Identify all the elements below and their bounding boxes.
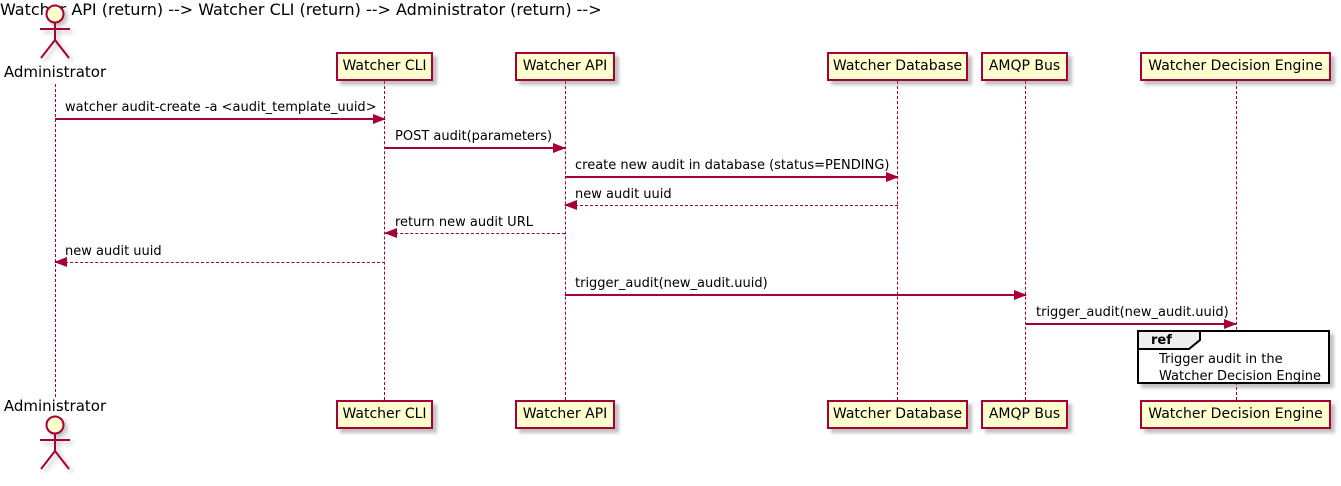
arrowhead-left-icon bbox=[564, 200, 577, 210]
message-trigger-audit-engine: trigger_audit(new_audit.uuid) bbox=[1026, 305, 1237, 329]
arrowhead-right-icon bbox=[1014, 290, 1027, 300]
message-line bbox=[55, 114, 386, 124]
message-label: trigger_audit(new_audit.uuid) bbox=[575, 276, 768, 291]
message-line bbox=[1026, 319, 1237, 329]
participant-watcher-api-top: Watcher API bbox=[515, 52, 615, 81]
arrowhead-left-icon bbox=[384, 228, 397, 238]
arrowhead-right-icon bbox=[373, 114, 386, 124]
message-line bbox=[564, 200, 898, 210]
message-label: return new audit URL bbox=[395, 215, 533, 230]
ref-fragment: ref Trigger audit in the Watcher Decisio… bbox=[1137, 330, 1330, 384]
participant-watcher-database-bottom: Watcher Database bbox=[827, 400, 968, 429]
message-line bbox=[565, 172, 899, 182]
ref-tab-shape bbox=[1137, 330, 1201, 350]
actor-label: Administrator bbox=[3, 63, 107, 81]
message-line bbox=[54, 257, 385, 267]
lifeline-watcher-api bbox=[565, 81, 566, 400]
ref-text-line1: Trigger audit in the bbox=[1159, 352, 1283, 367]
participant-amqp-bus-top: AMQP Bus bbox=[981, 52, 1068, 81]
message-return-new-audit-uuid-api: new audit uuid bbox=[564, 187, 898, 210]
message-line bbox=[385, 143, 566, 153]
participant-watcher-cli-bottom: Watcher CLI bbox=[336, 400, 433, 429]
message-label: create new audit in database (status=PEN… bbox=[575, 158, 890, 173]
lifeline-administrator bbox=[55, 84, 56, 397]
participant-amqp-bus-bottom: AMQP Bus bbox=[981, 400, 1068, 429]
lifeline-watcher-cli bbox=[384, 81, 385, 400]
message-label: trigger_audit(new_audit.uuid) bbox=[1036, 305, 1229, 320]
arrowhead-right-icon bbox=[553, 143, 566, 153]
lifeline-amqp-bus bbox=[1025, 81, 1026, 400]
ref-keyword: ref bbox=[1151, 333, 1172, 348]
lifeline-watcher-database bbox=[897, 81, 898, 400]
participant-watcher-decision-engine-bottom: Watcher Decision Engine bbox=[1140, 400, 1331, 429]
message-label: watcher audit-create -a <audit_template_… bbox=[65, 100, 377, 115]
actor-label-bottom: Administrator bbox=[3, 397, 107, 415]
message-line bbox=[384, 228, 565, 238]
lifeline-watcher-decision-engine bbox=[1236, 81, 1237, 400]
message-line bbox=[565, 290, 1027, 300]
message-return-audit-url: return new audit URL bbox=[384, 215, 565, 238]
message-trigger-audit-amqp: trigger_audit(new_audit.uuid) bbox=[565, 276, 1027, 300]
message-label: new audit uuid bbox=[65, 244, 162, 259]
participant-watcher-decision-engine-top: Watcher Decision Engine bbox=[1140, 52, 1331, 81]
message-label: new audit uuid bbox=[575, 187, 672, 202]
actor-figure-icon bbox=[40, 4, 70, 59]
message-label: POST audit(parameters) bbox=[395, 129, 553, 144]
participant-watcher-database-top: Watcher Database bbox=[827, 52, 968, 81]
actor-figure-icon bbox=[40, 415, 70, 470]
arrowhead-right-icon bbox=[886, 172, 899, 182]
message-audit-create: watcher audit-create -a <audit_template_… bbox=[55, 100, 386, 124]
arrowhead-right-icon bbox=[1224, 319, 1237, 329]
ref-text-line2: Watcher Decision Engine bbox=[1159, 369, 1321, 384]
participant-watcher-cli-top: Watcher CLI bbox=[336, 52, 433, 81]
arrowhead-left-icon bbox=[54, 257, 67, 267]
ref-text: Trigger audit in the Watcher Decision En… bbox=[1159, 351, 1321, 385]
message-return-new-audit-uuid-admin: new audit uuid bbox=[54, 244, 385, 267]
message-post-audit: POST audit(parameters) bbox=[385, 129, 566, 153]
participant-watcher-api-bottom: Watcher API bbox=[515, 400, 615, 429]
message-create-audit-db: create new audit in database (status=PEN… bbox=[565, 158, 899, 182]
